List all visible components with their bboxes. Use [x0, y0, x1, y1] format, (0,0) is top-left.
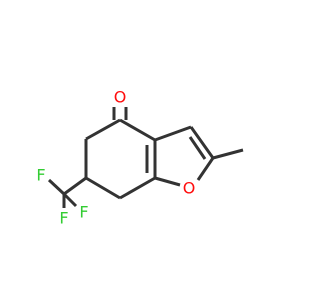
- bond-c7-c7a: [119, 176, 156, 200]
- bond-c4-c5: [85, 118, 121, 141]
- atom-label-ketone-oxygen: O: [114, 88, 127, 107]
- bond-c6-c7: [85, 176, 121, 200]
- bond-c2-methyl: [212, 148, 244, 160]
- atom-label-ring-oxygen: O: [183, 179, 196, 198]
- background: [0, 0, 300, 300]
- bond-c3-c2-b: [188, 136, 207, 160]
- bond-c-f-left: [47, 178, 66, 196]
- bond-c-f-right: [62, 192, 78, 208]
- atom-label-fluorine-left: F: [36, 166, 45, 185]
- bond-c6-cf3: [63, 176, 87, 196]
- bond-c3-c2-a: [189, 126, 215, 159]
- bond-o1-c7a: [154, 176, 181, 187]
- molecule-drawing: O O F F F: [0, 0, 300, 300]
- atom-label-fluorine-right: F: [79, 203, 88, 222]
- atom-label-fluorine-bottom: F: [59, 209, 68, 228]
- structure-diagram: O O F F F: [0, 0, 300, 300]
- bond-c4-c3a: [119, 118, 156, 142]
- bond-c3a-c3: [154, 125, 192, 142]
- bond-c2-o1: [196, 157, 215, 181]
